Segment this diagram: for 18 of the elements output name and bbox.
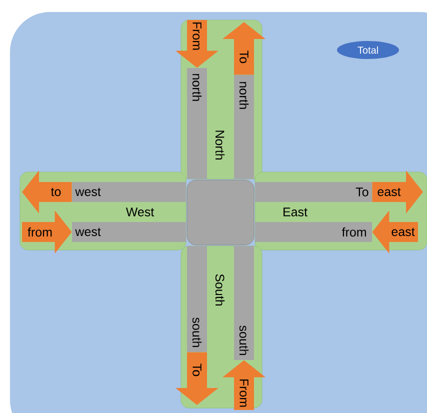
edge-label: east [392, 228, 415, 236]
edge-label: to [50, 188, 61, 196]
edge-label: east [378, 188, 401, 196]
edge-label: To [192, 364, 202, 376]
edge-label: From [240, 379, 248, 407]
lane-bar: south [234, 246, 254, 360]
lane-bar: south [187, 246, 207, 352]
edge-label: To [240, 50, 248, 64]
lane-bar: north [234, 75, 254, 179]
intersection-square [186, 180, 254, 246]
total-badge: Total [337, 41, 399, 59]
edge-label: from [28, 227, 52, 237]
lane-bar: north [187, 68, 207, 179]
lane-bar: west [72, 222, 186, 242]
edge-label: From [192, 22, 202, 50]
lane-bar: west [72, 182, 186, 202]
lane-bar: from [255, 222, 372, 242]
lane-bar: To [255, 182, 372, 202]
